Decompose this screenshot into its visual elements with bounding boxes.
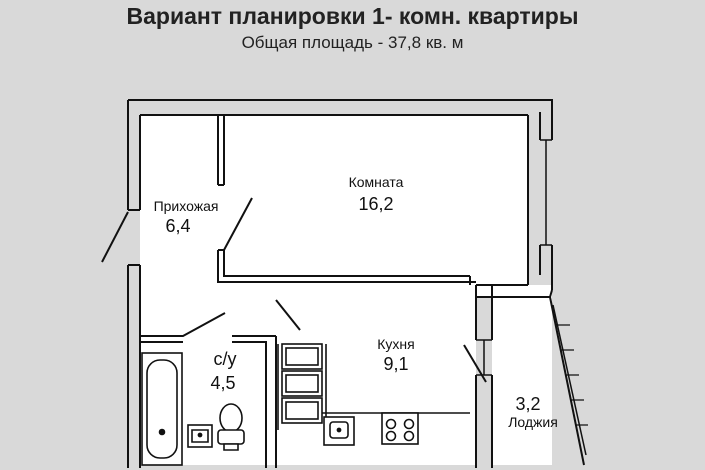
- apartment: [101, 99, 588, 468]
- bathroom-sink: [187, 424, 213, 448]
- room-area-label: 16,2: [358, 194, 393, 214]
- plan-subtitle: Общая площадь - 37,8 кв. м: [241, 33, 464, 52]
- loggia-name-label: Лоджия: [508, 414, 558, 430]
- hall-area-label: 6,4: [165, 216, 190, 236]
- outer-walls: [127, 99, 553, 468]
- kitchen-name-label: Кухня: [377, 336, 414, 352]
- bath-name-label: с/у: [213, 349, 236, 369]
- loggia-outline: [492, 289, 588, 466]
- kitchen-stove: [381, 412, 419, 445]
- bath-area-label: 4,5: [210, 373, 235, 393]
- plan-title: Вариант планировки 1- комн. квартиры: [126, 3, 579, 29]
- apartment-interior: [140, 115, 552, 465]
- room-name-label: Комната: [349, 174, 404, 190]
- entrance-door: [101, 209, 140, 266]
- room-labels: Комната 16,2 Прихожая 6,4 с/у 4,5 Кухня …: [154, 174, 558, 430]
- toilet: [217, 403, 245, 451]
- hall-name-label: Прихожая: [154, 198, 219, 214]
- kitchen-area-label: 9,1: [383, 354, 408, 374]
- loggia-area-label: 3,2: [515, 394, 540, 414]
- bathtub: [141, 352, 183, 466]
- kitchen-cabinets: [277, 343, 327, 430]
- internal-walls: [140, 115, 487, 468]
